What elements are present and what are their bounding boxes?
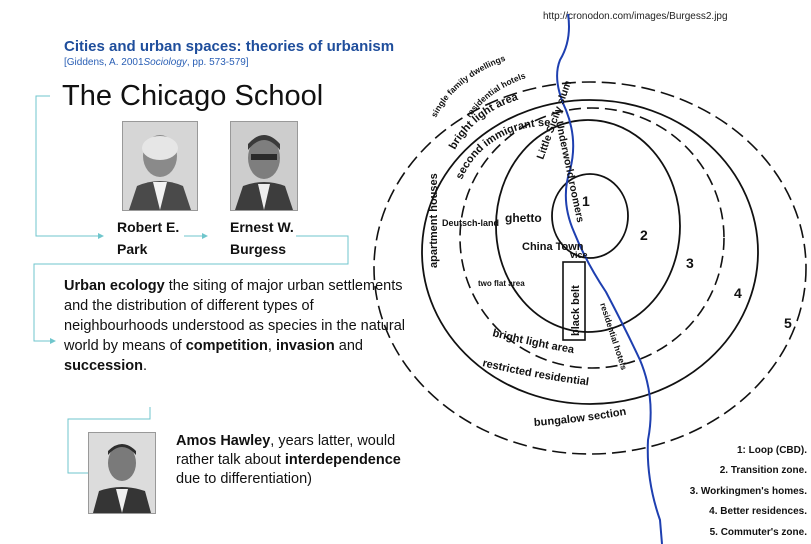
label-bungalow-section-path: bungalow section <box>533 406 627 429</box>
zone-number-5: 5 <box>784 315 792 331</box>
ecology-period: . <box>143 358 148 374</box>
connector-ecology-hawley <box>67 407 151 474</box>
term-succession: succession <box>64 358 143 374</box>
label-bungalow-section: bungalow section <box>533 406 627 429</box>
label-two-flat: two flat area <box>478 279 525 288</box>
label-second-immigrant: second immigrant settlement <box>0 0 550 181</box>
zone-ring-2 <box>495 119 681 333</box>
legend-item-3: 3. Workingmen's homes. <box>689 486 807 497</box>
legend-item-4: 4. Better residences. <box>709 506 807 517</box>
label-apartment-houses: apartment houses <box>428 173 440 268</box>
ecology-and: and <box>334 338 363 354</box>
zone-number-1: 1 <box>582 193 590 209</box>
source-url: http://cronodon.com/images/Burgess2.jpg <box>543 11 728 22</box>
portrait-hawley <box>88 432 156 514</box>
school-heading: The Chicago School <box>62 80 324 112</box>
river-line <box>556 13 663 544</box>
connector-school-park <box>35 95 98 237</box>
legend-item-2: 2. Transition zone. <box>719 465 807 476</box>
ecology-comma: , <box>267 338 276 354</box>
term-urban-ecology: Urban ecology <box>64 278 165 294</box>
zone-number-4: 4 <box>734 285 742 301</box>
term-interdependence: interdependence <box>284 452 401 468</box>
zone-number-3: 3 <box>686 255 694 271</box>
urban-ecology-paragraph: Urban ecology the siting of major urban … <box>64 276 414 376</box>
name-burgess: Ernest W. Burgess <box>230 219 294 257</box>
citation-suffix: , pp. 573-579] <box>186 57 249 68</box>
portrait-park <box>122 121 198 211</box>
portrait-burgess <box>230 121 298 211</box>
label-residential-hotels-bottom: residential hotels <box>598 302 629 372</box>
black-belt-box <box>562 261 586 341</box>
label-restricted-residential: restricted residential <box>481 357 589 388</box>
label-ghetto: ghetto <box>505 211 542 225</box>
term-invasion: invasion <box>275 338 335 354</box>
label-second-immigrant-path: second immigrant settlement <box>0 0 550 181</box>
connector-burgess-ecology <box>33 235 349 342</box>
zone-ring-5 <box>373 81 807 455</box>
zone-ring-4 <box>421 99 759 405</box>
slide-title: Cities and urban spaces: theories of urb… <box>64 38 395 55</box>
name-park: Robert E. Park <box>117 219 180 257</box>
legend-item-5: 5. Commuter's zone. <box>709 527 807 538</box>
label-black-belt: black belt <box>570 285 582 336</box>
ecology-text: the siting of major urban settlements an… <box>64 278 405 354</box>
legend-item-1: 1: Loop (CBD). <box>737 445 807 456</box>
label-china-town: China Town <box>522 241 584 253</box>
term-competition: competition <box>185 338 268 354</box>
zone-ring-3 <box>459 107 725 369</box>
label-deutschland: Deutsch-land <box>442 218 499 228</box>
citation-prefix: [Giddens, A. 2001 <box>64 57 144 68</box>
label-restricted-residential-path: restricted residential <box>481 357 589 388</box>
hawley-paragraph: Amos Hawley, years latter, would rather … <box>176 432 416 489</box>
hawley-text-2: due to differentiation) <box>176 471 312 487</box>
citation-book: Sociology <box>143 57 187 68</box>
label-underworld: Underworld roomers <box>553 120 586 224</box>
citation: [Giddens, A. 2001Sociology, pp. 573-579] <box>64 57 249 68</box>
name-hawley: Amos Hawley <box>176 433 271 449</box>
label-vice: vice <box>570 250 588 260</box>
zone-number-2: 2 <box>640 227 648 243</box>
hawley-text-1: , years latter, would rather talk about <box>176 433 396 468</box>
zone-ring-1 <box>551 173 629 259</box>
